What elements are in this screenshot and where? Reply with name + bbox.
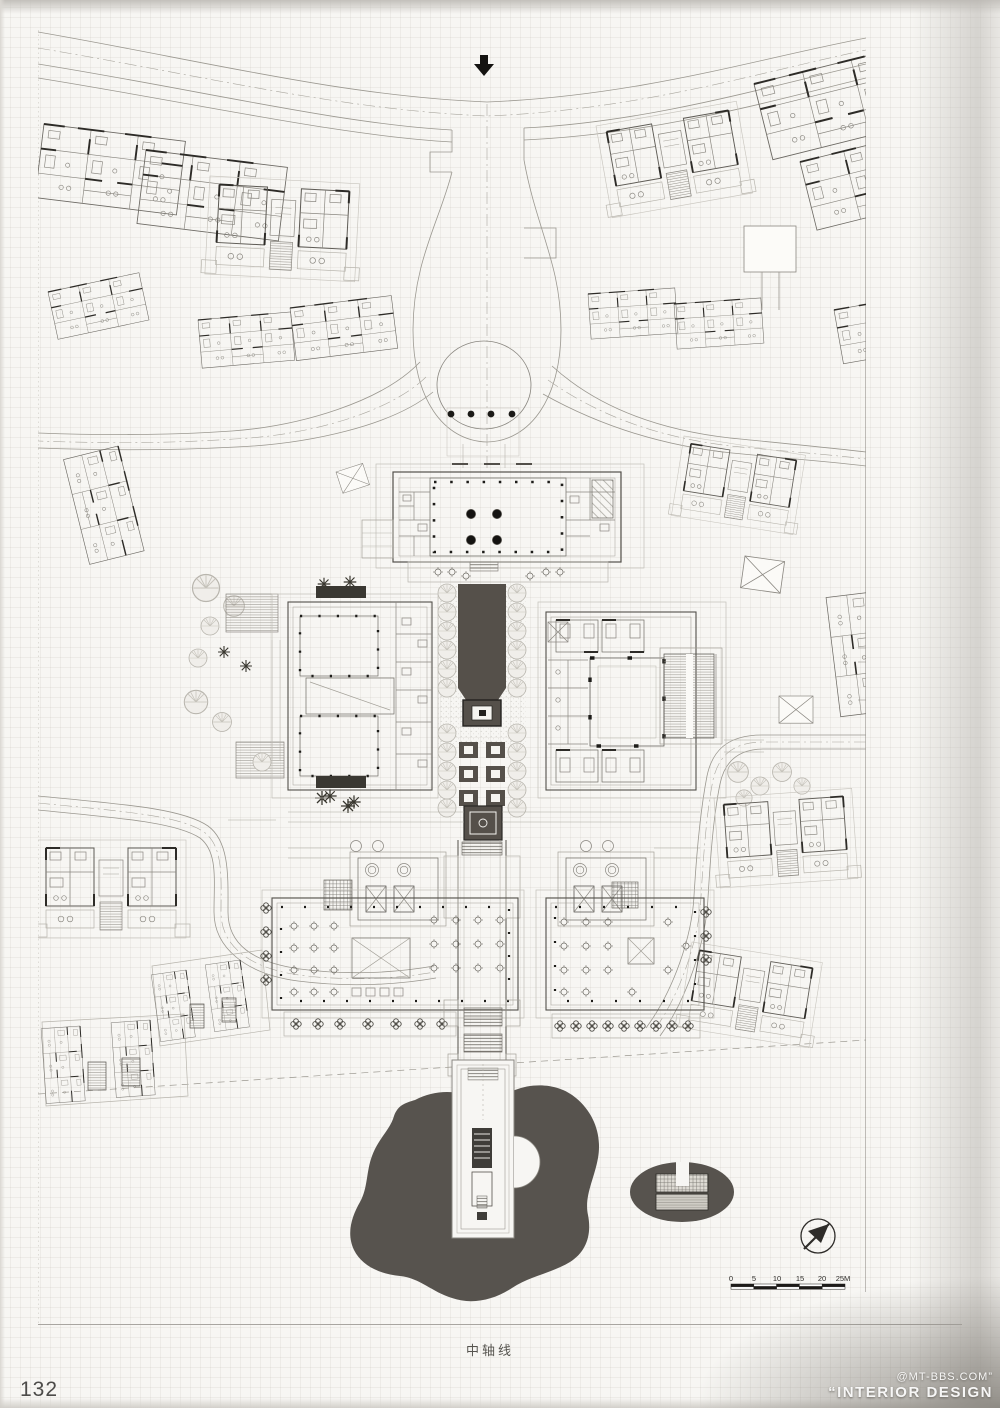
roads — [38, 31, 866, 1037]
page-shadow-right — [910, 0, 1000, 1408]
watermark-line1: @MT-BBS.COM” — [896, 1370, 993, 1383]
entrance-columns — [447, 410, 516, 418]
page-shadow-bottom — [0, 1398, 1000, 1408]
pier — [451, 1059, 541, 1239]
entrance-arrow-icon — [474, 55, 494, 76]
service-blocks — [288, 840, 700, 934]
plan-frame — [38, 30, 866, 1325]
page-corner-shadow — [700, 1278, 1000, 1408]
lobby-building — [361, 463, 645, 583]
page-number: 132 — [20, 1378, 59, 1401]
plan-bottom-rule — [38, 1324, 962, 1325]
villa-cluster-bottom-left — [40, 949, 271, 1107]
gardens — [183, 463, 814, 814]
watermark-line2: “INTERIOR DESIGN — [828, 1384, 993, 1402]
north-arrow-icon — [800, 1218, 836, 1254]
axis-walkway — [288, 583, 700, 841]
banquet-hall-right — [535, 889, 715, 1039]
page-shadow-top — [0, 0, 1000, 14]
axis-spine-lower — [443, 934, 521, 1077]
left-courtyard-building — [271, 575, 439, 810]
banquet-hall-left — [260, 889, 525, 1037]
page-shadow-left — [0, 0, 5, 1408]
right-courtyard-building — [537, 601, 727, 799]
plan-caption: 中轴线 — [465, 1343, 514, 1358]
watermark: @MT-BBS.COM” “INTERIOR DESIGN — [828, 1371, 993, 1404]
island-pavilion — [630, 1162, 734, 1222]
axis-pavilions — [459, 742, 505, 806]
